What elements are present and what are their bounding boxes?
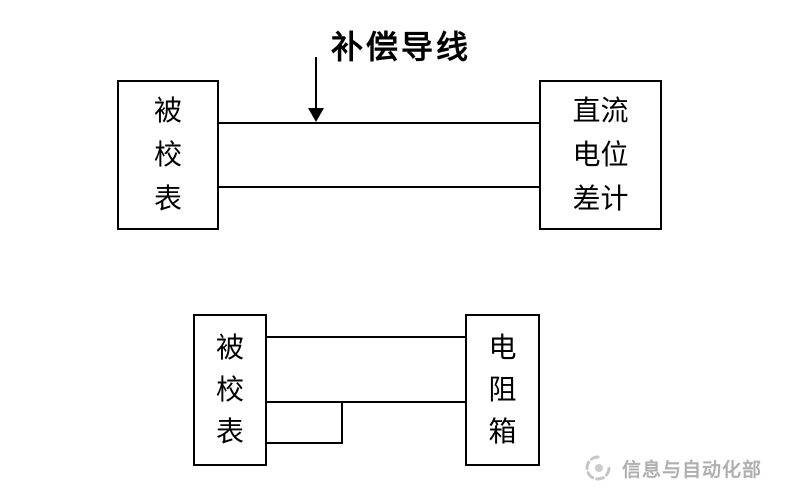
box-char: 阻	[488, 373, 517, 406]
swirl-logo-icon	[582, 452, 614, 484]
bottom-diagram-loop-wire	[267, 442, 343, 444]
box-char: 箱	[488, 415, 517, 448]
bottom-diagram-upper-wire	[267, 336, 465, 338]
box-char: 电	[488, 331, 517, 364]
box-char: 校	[153, 138, 182, 171]
arrow-shaft	[315, 57, 317, 110]
meter-under-test-box-bottom: 被 校 表	[193, 314, 267, 466]
arrow-down-icon	[308, 108, 324, 122]
meter-under-test-box-top: 被 校 表	[117, 80, 219, 230]
dc-potentiometer-box: 直流 电位 差计	[539, 80, 662, 230]
box-char: 被	[215, 331, 244, 364]
resistance-box: 电 阻 箱	[465, 314, 540, 466]
box-char: 表	[215, 415, 244, 448]
box-row: 差计	[572, 182, 629, 215]
watermark: 信息与自动化部	[582, 452, 762, 484]
box-char: 表	[153, 182, 182, 215]
bottom-diagram-middle-wire	[267, 401, 465, 403]
top-diagram-lower-wire	[219, 186, 539, 188]
bottom-diagram-loop-riser	[341, 401, 343, 444]
box-row: 电位	[572, 138, 629, 171]
compensation-wire-label: 补偿导线	[331, 28, 472, 66]
top-diagram-upper-wire	[219, 122, 539, 124]
box-char: 被	[153, 94, 182, 127]
watermark-text: 信息与自动化部	[622, 458, 763, 481]
box-char: 校	[215, 373, 244, 406]
box-row: 直流	[572, 94, 629, 127]
